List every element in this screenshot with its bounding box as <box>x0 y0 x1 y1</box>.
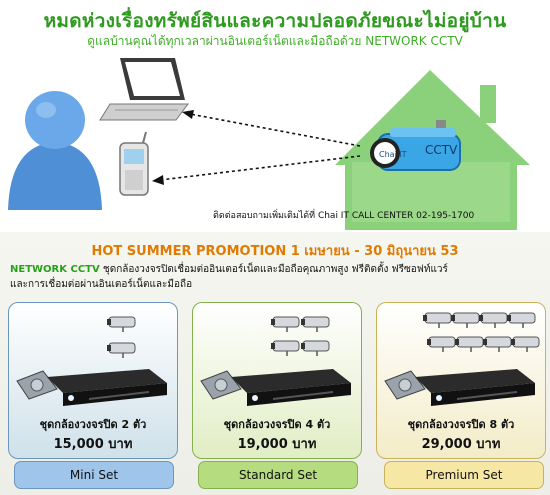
hard-drive-icon <box>200 370 242 400</box>
dvr-recorder-icon <box>231 369 351 406</box>
hard-drive-icon <box>384 370 426 400</box>
cctv-camera-icon <box>301 316 330 332</box>
package-name: ชุดกล้องวงจรปิด 4 ตัว <box>223 418 331 431</box>
package-card-premium: ชุดกล้องวงจรปิด 8 ตัว 29,000 บาท <box>376 302 546 459</box>
package-illustration <box>16 316 167 406</box>
cctv-camera-icon <box>107 342 136 358</box>
page-subtitle: ดูแลบ้านคุณได้ทุกเวลาผ่านอินเตอร์เน็ตและ… <box>87 34 463 48</box>
package-name: ชุดกล้องวงจรปิด 8 ตัว <box>407 418 515 431</box>
standard-set-button[interactable]: Standard Set <box>198 461 358 489</box>
user-avatar-icon <box>8 91 102 210</box>
package-card-standard: ชุดกล้องวงจรปิด 4 ตัว 19,000 บาท <box>192 302 362 459</box>
hero-illustration: Chai IT CCTV <box>8 58 530 230</box>
dvr-recorder-icon <box>47 369 167 406</box>
package-price: 29,000 บาท <box>421 437 501 452</box>
page-title: หมดห่วงเรื่องทรัพย์สินและความปลอดภัยขณะไ… <box>43 10 507 32</box>
cctv-camera-icon <box>479 312 508 328</box>
cctv-camera-icon <box>511 336 540 352</box>
mini-set-button[interactable]: Mini Set <box>14 461 174 489</box>
cctv-camera-icon <box>370 120 461 171</box>
cctv-camera-icon <box>301 340 330 356</box>
cctv-camera-icon <box>483 336 512 352</box>
camera-brand-text: Chai IT <box>379 150 407 159</box>
hard-drive-icon <box>16 370 58 400</box>
signal-arrows <box>152 110 361 185</box>
cctv-camera-icon <box>451 312 480 328</box>
package-name: ชุดกล้องวงจรปิด 2 ตัว <box>39 418 147 431</box>
cctv-camera-icon <box>455 336 484 352</box>
cctv-camera-icon <box>107 316 136 332</box>
contact-info: ติดต่อสอบถามเพิ่มเติมได้ที่ Chai IT CALL… <box>213 211 475 221</box>
dvr-recorder-icon <box>415 369 535 406</box>
cctv-camera-icon <box>271 316 300 332</box>
package-illustration <box>384 312 540 406</box>
package-card-mini: ชุดกล้องวงจรปิด 2 ตัว 15,000 บาท <box>8 302 178 459</box>
premium-set-button[interactable]: Premium Set <box>384 461 544 489</box>
promo-title: HOT SUMMER PROMOTION 1 เมษายน - 30 มิถุน… <box>91 244 459 259</box>
camera-label-text: CCTV <box>425 143 458 157</box>
promo-description-line1: NETWORK CCTV ชุดกล้องวงจรปิดเชื่อมต่ออิน… <box>10 264 448 275</box>
cctv-camera-icon <box>271 340 300 356</box>
cctv-camera-icon <box>427 336 456 352</box>
cctv-camera-icon <box>423 312 452 328</box>
cctv-camera-icon <box>507 312 536 328</box>
mobile-phone-icon <box>119 131 149 196</box>
promo-brand: NETWORK CCTV <box>10 264 100 275</box>
package-illustration <box>200 316 351 406</box>
laptop-icon <box>99 58 189 121</box>
package-price: 15,000 บาท <box>53 437 133 452</box>
package-price: 19,000 บาท <box>237 437 317 452</box>
promo-description-line2: และการเชื่อมต่อผ่านอินเตอร์เน็ตและมือถือ <box>10 279 193 290</box>
